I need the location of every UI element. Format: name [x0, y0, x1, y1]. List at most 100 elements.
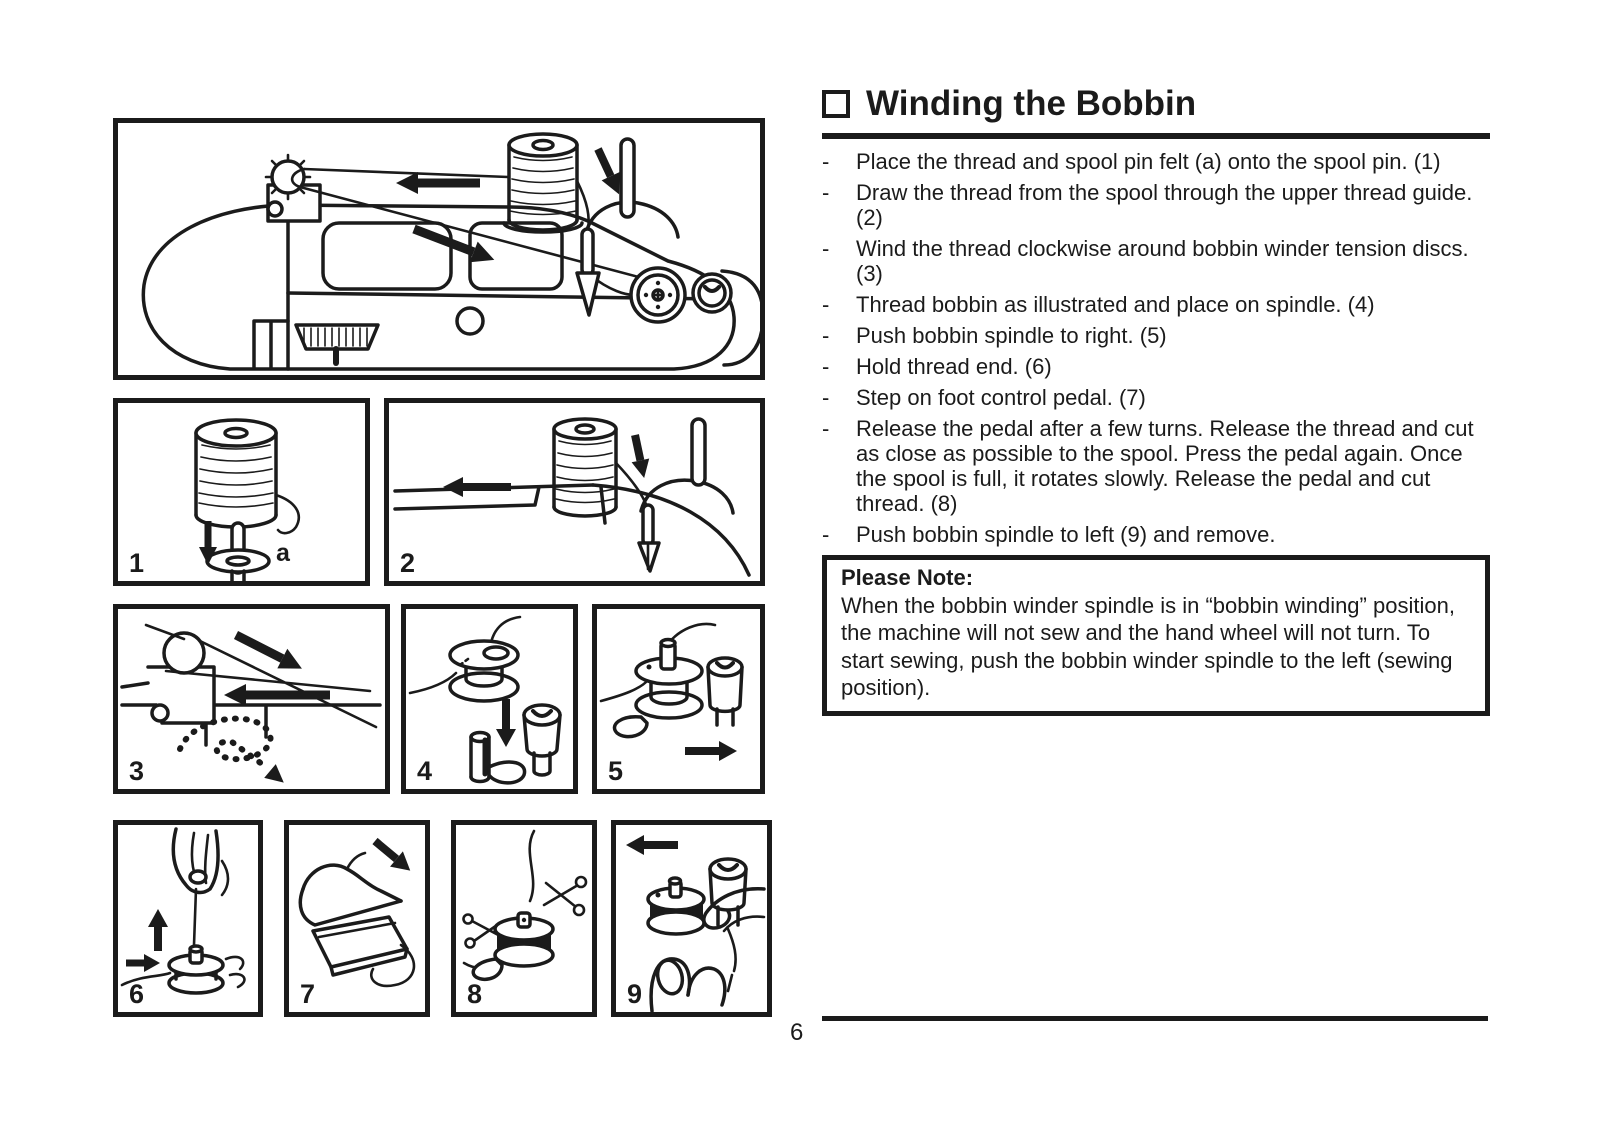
note-heading: Please Note:	[841, 565, 974, 590]
figure-number: 2	[400, 548, 416, 578]
figure-step-8: 8	[451, 820, 597, 1017]
instruction-text: Wind the thread clockwise around bobbin …	[856, 236, 1469, 286]
stitch-selector-icon	[294, 323, 380, 366]
instruction-text: Step on foot control pedal. (7)	[856, 385, 1146, 410]
arrow-right-icon	[685, 741, 737, 761]
instruction-text: Draw the thread from the spool through t…	[856, 180, 1473, 230]
figure-number: 3	[129, 756, 145, 786]
instruction-text: Place the thread and spool pin felt (a) …	[856, 149, 1441, 174]
instruction-item: - Push bobbin spindle to left (9) and re…	[822, 522, 1490, 547]
tension-disc-icon	[264, 153, 322, 223]
spindle-knob-icon	[522, 703, 562, 777]
thread-bobbin-illustration	[408, 615, 562, 785]
upper-thread-guide-illustration	[393, 417, 751, 577]
instruction-text: Push bobbin spindle to left (9) and remo…	[856, 522, 1276, 547]
figure-step-4: 4	[401, 604, 578, 794]
thread-guide-icon	[575, 227, 601, 317]
scissors-icon	[542, 875, 588, 917]
instruction-item: - Release the pedal after a few turns. R…	[822, 416, 1490, 516]
arrow-loop-head	[264, 764, 284, 783]
instruction-item: - Hold thread end. (6)	[822, 354, 1490, 379]
bullet-dash: -	[822, 292, 830, 317]
spool-pin-icon	[619, 137, 636, 219]
bullet-dash: -	[822, 236, 830, 261]
spool-icon	[502, 132, 584, 234]
figure-number: 8	[467, 979, 483, 1009]
cut-thread-illustration	[462, 829, 588, 982]
figure-number: 6	[129, 979, 145, 1009]
arrow-down-icon	[199, 521, 217, 565]
spool-pin-felt-icon	[205, 548, 271, 574]
bullet-dash: -	[822, 385, 830, 410]
full-bobbin-icon	[646, 876, 706, 936]
hand-icon	[171, 827, 230, 897]
felt-label-a: a	[276, 539, 290, 567]
figure-step-1: 1 a	[113, 398, 370, 586]
pedal-cord	[370, 943, 416, 988]
instruction-item: - Place the thread and spool pin felt (a…	[822, 149, 1490, 174]
figure-step-3: 3	[113, 604, 390, 794]
arrow-down-icon	[496, 699, 516, 747]
arrow-diagonal-icon	[412, 224, 495, 263]
page-number: 6	[790, 1019, 804, 1046]
instruction-text: Hold thread end. (6)	[856, 354, 1052, 379]
spindle-latch	[471, 957, 504, 982]
bobbin-icon	[167, 944, 225, 995]
bullet-dash: -	[822, 180, 830, 205]
spindle-knob-icon	[706, 656, 744, 727]
spool-icon	[552, 417, 618, 518]
thread-loop-dotted	[177, 715, 274, 770]
scissors-icon	[462, 913, 504, 949]
bullet-dash: -	[822, 149, 830, 174]
bullet-dash: -	[822, 416, 830, 441]
figure-step-7: 7	[284, 820, 430, 1017]
figure-main-threading-diagram	[113, 118, 765, 380]
thread-path	[120, 971, 172, 987]
figure-number: 9	[627, 979, 643, 1009]
instruction-item: - Wind the thread clockwise around bobbi…	[822, 236, 1490, 286]
instruction-item: - Step on foot control pedal. (7)	[822, 385, 1490, 410]
instruction-text: Push bobbin spindle to right. (5)	[856, 323, 1167, 348]
section-title: Winding the Bobbin	[866, 84, 1197, 123]
figure-step-9: 9	[611, 820, 772, 1017]
spindle-icon	[469, 730, 527, 785]
arrow-right-icon	[126, 954, 160, 972]
spool-pin-icon	[690, 417, 707, 487]
bobbin-on-spindle-illustration	[599, 622, 744, 761]
full-bobbin-icon	[493, 911, 555, 968]
instruction-item: - Push bobbin spindle to right. (5)	[822, 323, 1490, 348]
hand-icon	[649, 887, 766, 1012]
spindle-knob-icon	[708, 857, 748, 927]
arrow-down-icon	[631, 434, 650, 479]
machine-corner	[591, 483, 751, 577]
bullet-dash: -	[822, 522, 830, 547]
hold-thread-end-illustration	[120, 827, 246, 995]
instruction-list: - Place the thread and spool pin felt (a…	[822, 149, 1490, 547]
instruction-item: - Thread bobbin as illustrated and place…	[822, 292, 1490, 317]
instruction-text: Thread bobbin as illustrated and place o…	[856, 292, 1375, 317]
figure-step-6: 6	[113, 820, 263, 1017]
bobbin-icon	[634, 637, 704, 720]
thread-end	[192, 887, 198, 947]
arrow-left-icon	[224, 684, 330, 706]
figure-step-5: 5	[592, 604, 765, 794]
figure-number: 7	[300, 979, 316, 1009]
arrow-down-icon	[594, 147, 620, 195]
sewing-machine-illustration	[141, 132, 760, 371]
arrow-left-icon	[443, 477, 511, 497]
tension-disc-icon	[146, 631, 216, 725]
figure-step-2: 2	[384, 398, 765, 586]
arrow-left-icon	[626, 835, 678, 855]
footer-rule	[822, 1016, 1488, 1021]
pedal-icon	[311, 915, 409, 977]
arrow-down-right-icon	[372, 837, 411, 871]
title-rule	[822, 133, 1490, 139]
section-title-row: Winding the Bobbin	[822, 84, 1490, 124]
text-column: Winding the Bobbin - Place the thread an…	[822, 84, 1490, 716]
spool-icon	[194, 418, 278, 529]
section-checkbox-icon	[822, 90, 850, 118]
thread-path	[144, 623, 378, 729]
arrow-left-icon	[396, 172, 480, 194]
arrow-up-icon	[148, 909, 168, 951]
figure-number: 4	[417, 756, 433, 786]
